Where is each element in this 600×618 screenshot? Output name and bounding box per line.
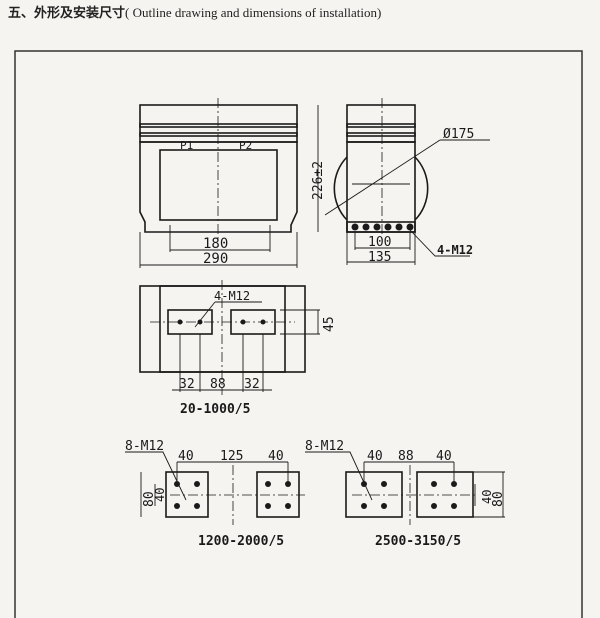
t1-dim-a: 32 (179, 377, 195, 392)
side-width: 135 (368, 250, 391, 265)
terminal-view-1200-2000: 40 125 40 8-M12 80 40 1200-2000/5 (125, 439, 305, 549)
terminal-view-20-1000: 4-M12 45 32 88 32 20-1000/5 (139, 280, 337, 417)
section-heading: 五、外形及安装尺寸( Outline drawing and dimension… (8, 2, 381, 21)
heading-title-en: ( Outline drawing and dimensions of inst… (125, 5, 382, 20)
t2-dim-c: 40 (268, 449, 284, 464)
side-diameter: Ø175 (443, 127, 474, 142)
t3-bolts: 8-M12 (305, 439, 344, 454)
t3-dim-b: 88 (398, 449, 414, 464)
heading-title-zh: 五、外形及安装尺寸 (8, 6, 126, 21)
side-view: Ø175 100 135 4-M12 (324, 98, 490, 265)
t2-bolts: 8-M12 (125, 439, 164, 454)
front-width-inner: 180 (203, 236, 228, 252)
front-height: 226±2 (311, 161, 326, 200)
t2-h-outer: 80 (142, 491, 157, 507)
side-bolt-spacing: 100 (368, 235, 391, 250)
t1-bolts: 4-M12 (214, 289, 250, 303)
t2-label: 1200-2000/5 (198, 534, 284, 549)
t3-dim-c: 40 (436, 449, 452, 464)
t3-label: 2500-3150/5 (375, 534, 461, 549)
front-p2-label: P2 (239, 139, 252, 152)
t1-dim-c: 32 (244, 377, 260, 392)
side-bolts: 4-M12 (437, 243, 473, 257)
t1-dim-b: 88 (210, 377, 226, 392)
terminal-view-2500-3150: 40 88 40 8-M12 40 80 2500-3150/5 (305, 439, 506, 549)
t3-h-inner: 40 (480, 490, 494, 504)
t2-dim-a: 40 (178, 449, 194, 464)
front-width-outer: 290 (203, 251, 228, 267)
drawing-frame (14, 50, 583, 618)
t1-height: 45 (322, 316, 337, 332)
t2-dim-b: 125 (220, 449, 243, 464)
t3-h-outer: 80 (491, 491, 506, 507)
front-p1-label: P1 (180, 139, 193, 152)
t1-label: 20-1000/5 (180, 402, 250, 417)
front-view: P1 P2 180 290 226±2 (139, 98, 326, 268)
t3-dim-a: 40 (367, 449, 383, 464)
t2-h-inner: 40 (153, 488, 167, 502)
